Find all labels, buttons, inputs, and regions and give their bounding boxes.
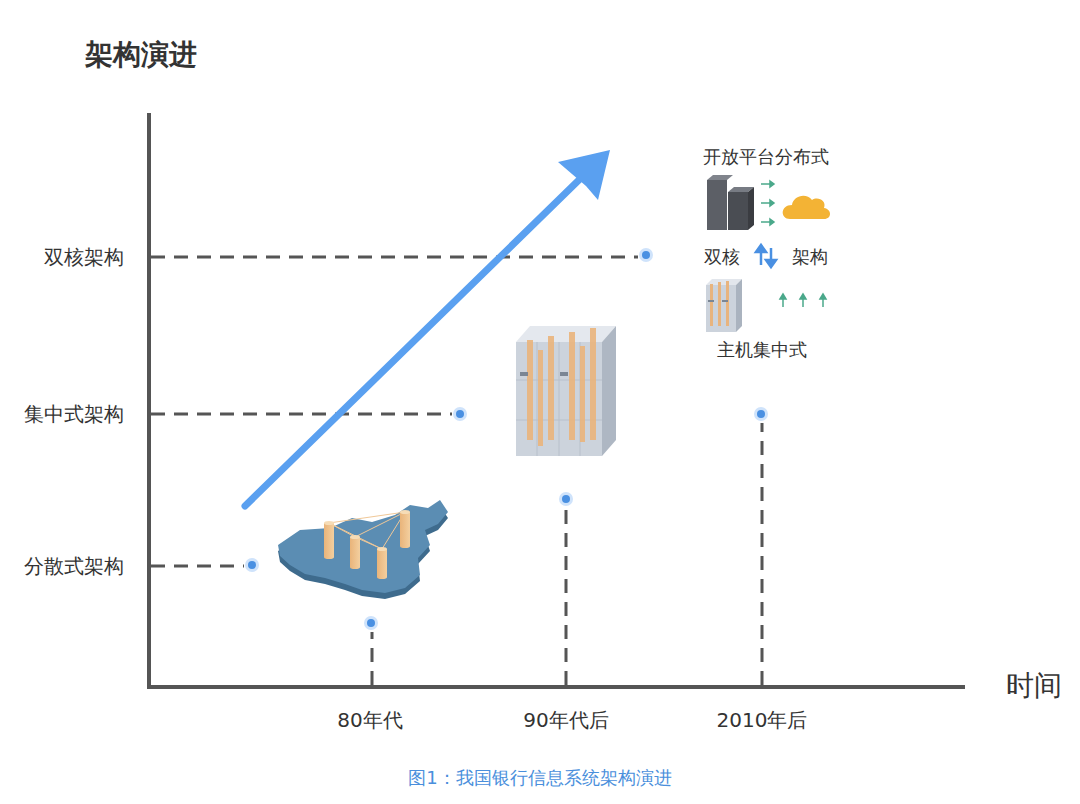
small-rack	[706, 279, 742, 332]
guide-lines	[151, 257, 762, 685]
axis-level-label: 双核架构	[44, 245, 124, 269]
axis-level-label: 集中式架构	[24, 402, 124, 426]
data-dots	[245, 248, 768, 630]
chart-title: 架构演进	[85, 38, 197, 72]
icon-label: 主机集中式	[717, 339, 807, 361]
double-arrow	[756, 245, 776, 267]
icon-label: 架构	[792, 246, 828, 268]
china-map	[278, 500, 448, 599]
axis-tick-label: 90年代后	[523, 708, 608, 732]
mainframe-rack	[516, 326, 616, 456]
axis-tick-label: 2010年后	[717, 708, 808, 732]
server-icon	[707, 175, 754, 230]
axis-title: 时间	[1006, 669, 1062, 703]
figure-caption: 图1：我国银行信息系统架构演进	[408, 767, 671, 789]
axes	[147, 113, 965, 689]
axis-level-label: 分散式架构	[24, 554, 124, 578]
axis-tick-label: 80年代	[337, 708, 402, 732]
icon-label: 双核	[704, 246, 740, 268]
cloud-icon	[783, 196, 830, 219]
icon-label: 开放平台分布式	[703, 146, 829, 168]
